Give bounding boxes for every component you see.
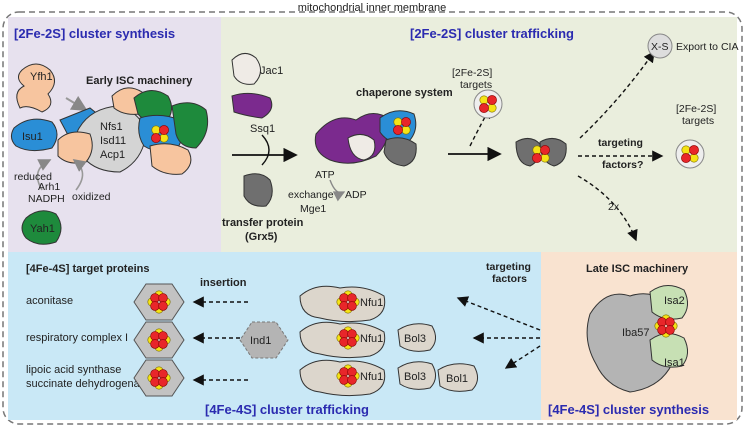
title-4fe4s-synthesis: [4Fe-4S] cluster synthesis xyxy=(548,402,709,417)
yah1-protein xyxy=(21,210,62,245)
target-lipoic: lipoic acid synthase xyxy=(26,364,121,376)
targets-top-label-2: targets xyxy=(460,79,492,91)
two-x-arrow xyxy=(577,175,638,242)
xs-label: X-S xyxy=(651,41,669,53)
ssq1-label: Ssq1 xyxy=(250,123,275,135)
insertion-label: insertion xyxy=(200,277,247,289)
grx5-protein xyxy=(243,173,273,207)
hex-target-1 xyxy=(133,283,185,321)
tf-4fe4s-label: targeting xyxy=(486,261,531,273)
ind1-label: Ind1 xyxy=(250,335,271,347)
chaperone-system-label: chaperone system xyxy=(356,87,453,99)
jac1-protein xyxy=(231,53,261,85)
isa1-label: Isa1 xyxy=(664,357,685,369)
acp1-label: Acp1 xyxy=(100,149,125,161)
isa2-label: Isa2 xyxy=(664,295,685,307)
title-4fe4s-trafficking: [4Fe-4S] cluster trafficking xyxy=(205,402,369,417)
ssq1-protein xyxy=(231,92,273,119)
export-label: Export to CIA xyxy=(676,41,738,53)
yfh1-protein xyxy=(16,63,55,113)
atp-label: ATP xyxy=(315,169,335,181)
isu1-label: Isu1 xyxy=(22,131,43,143)
adp-label: ADP xyxy=(345,189,367,201)
isd11-label: Isd11 xyxy=(100,135,126,147)
bol3-label-1: Bol3 xyxy=(404,333,426,345)
yfh1-arrow xyxy=(65,95,88,112)
nfu1-label-3: Nfu1 xyxy=(360,371,383,383)
exchange-label: exchange xyxy=(288,189,334,201)
targets-right-label: [2Fe-2S] xyxy=(676,103,716,115)
oxidized-label: oxidized xyxy=(72,191,111,203)
targeting-factors-label-2: factors? xyxy=(602,159,643,171)
iba57-label: Iba57 xyxy=(622,327,650,339)
target-sdh: succinate dehydrogenase xyxy=(26,378,151,390)
grx5-label: (Grx5) xyxy=(245,231,278,243)
bol3-protein-2 xyxy=(397,361,436,390)
ind1-protein xyxy=(239,321,289,359)
mge1-label: Mge1 xyxy=(300,203,326,215)
target-proteins-header: [4Fe-4S] target proteins xyxy=(26,263,149,275)
green-bound-right xyxy=(171,102,209,149)
isu1-protein xyxy=(10,118,58,152)
nfs1-label: Nfs1 xyxy=(100,121,123,133)
two-x-label: 2x xyxy=(608,201,620,213)
bol3-protein-1 xyxy=(397,323,436,352)
tf-arrow-1 xyxy=(456,296,541,331)
targeting-factors-label: targeting xyxy=(598,137,643,149)
arh1-label: Arh1 xyxy=(38,181,60,193)
yfh1-bound-bottom xyxy=(149,143,192,175)
nfu1-label-1: Nfu1 xyxy=(360,297,383,309)
xs-circle xyxy=(647,33,673,59)
targets-top-label: [2Fe-2S] xyxy=(452,67,492,79)
frataxin-bound xyxy=(57,131,93,164)
export-arrow xyxy=(579,50,655,139)
nadph-label: NADPH xyxy=(28,193,65,205)
reduction-arrow xyxy=(36,159,52,191)
hex-target-2 xyxy=(133,321,185,359)
transfer-protein-label: transfer protein xyxy=(222,217,304,229)
jac1-bound xyxy=(347,134,376,161)
title-2fe2s-trafficking: [2Fe-2S] cluster trafficking xyxy=(410,26,574,41)
hex-target-3 xyxy=(133,359,185,397)
late-isc-label: Late ISC machinery xyxy=(586,263,689,275)
grx5-bound xyxy=(383,137,417,167)
yah1-label: Yah1 xyxy=(30,223,55,235)
target-complex-i: respiratory complex I xyxy=(26,332,128,344)
nfu1-label-2: Nfu1 xyxy=(360,333,383,345)
target-aconitase: aconitase xyxy=(26,295,73,307)
atp-adp-arrow xyxy=(329,179,346,202)
title-2fe2s-synthesis: [2Fe-2S] cluster synthesis xyxy=(14,26,175,41)
targets-right-label-2: targets xyxy=(682,115,714,127)
targets-arrow-top xyxy=(469,106,491,147)
target-right-circle xyxy=(675,139,705,169)
reduced-label: reduced xyxy=(14,171,52,183)
bol1-label: Bol1 xyxy=(446,373,468,385)
jac1-label: Jac1 xyxy=(260,65,283,77)
membrane-label: mitochondrial inner membrane xyxy=(298,2,447,14)
bol1-protein xyxy=(437,363,478,392)
yfh1-label: Yfh1 xyxy=(30,71,53,83)
early-isc-label: Early ISC machinery xyxy=(86,75,193,87)
oxidation-arrow xyxy=(72,159,87,191)
main-arrow-curve xyxy=(261,134,270,166)
bol3-label-2: Bol3 xyxy=(404,371,426,383)
target-top-circle xyxy=(473,89,503,119)
tf-4fe4s-label-2: factors xyxy=(492,273,527,285)
